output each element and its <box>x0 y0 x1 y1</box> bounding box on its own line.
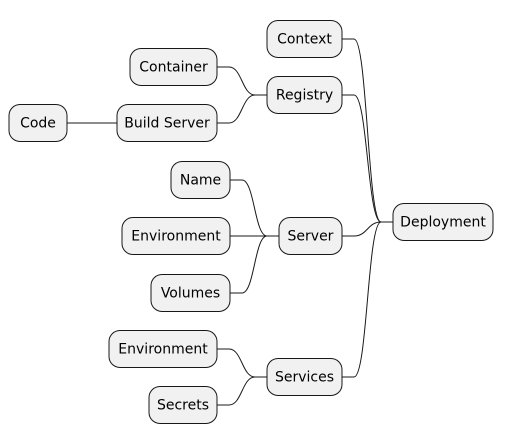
edge-services-to-deployment <box>342 221 393 378</box>
node-services-environment[interactable]: Environment <box>108 330 218 368</box>
edge-context-to-deployment <box>342 38 393 223</box>
node-build-server[interactable]: Build Server <box>116 104 218 142</box>
node-secrets[interactable]: Secrets <box>148 386 218 424</box>
mindmap-edges <box>67 38 393 406</box>
edge-container-to-registry <box>217 66 267 96</box>
node-server-environment[interactable]: Environment <box>121 217 231 255</box>
node-code[interactable]: Code <box>8 104 68 142</box>
node-build-server-label: Build Server <box>124 116 210 132</box>
node-container-label: Container <box>139 60 208 76</box>
node-server[interactable]: Server <box>278 217 343 255</box>
edge-build-server-to-registry <box>217 94 267 124</box>
node-volumes-label: Volumes <box>161 286 220 302</box>
node-code-label: Code <box>20 116 56 132</box>
edge-registry-to-deployment <box>342 94 393 223</box>
node-server-environment-label: Environment <box>131 229 221 245</box>
node-registry[interactable]: Registry <box>266 76 343 114</box>
edge-name-to-server <box>230 179 279 237</box>
node-services-label: Services <box>275 370 334 386</box>
node-secrets-label: Secrets <box>157 398 209 414</box>
node-services[interactable]: Services <box>266 358 343 396</box>
edge-secrets-to-services <box>217 376 267 406</box>
node-context[interactable]: Context <box>266 20 343 58</box>
node-registry-label: Registry <box>276 88 333 104</box>
node-server-label: Server <box>288 229 334 245</box>
node-context-label: Context <box>277 32 332 48</box>
node-volumes[interactable]: Volumes <box>150 274 231 312</box>
node-deployment-label: Deployment <box>400 215 486 231</box>
node-services-environment-label: Environment <box>118 342 208 358</box>
node-container[interactable]: Container <box>129 48 218 86</box>
edge-services-environment-to-services <box>217 348 267 378</box>
edge-server-to-deployment <box>342 221 393 237</box>
node-deployment[interactable]: Deployment <box>392 203 494 241</box>
node-name[interactable]: Name <box>170 161 231 199</box>
edge-volumes-to-server <box>230 235 279 294</box>
node-name-label: Name <box>180 173 221 189</box>
